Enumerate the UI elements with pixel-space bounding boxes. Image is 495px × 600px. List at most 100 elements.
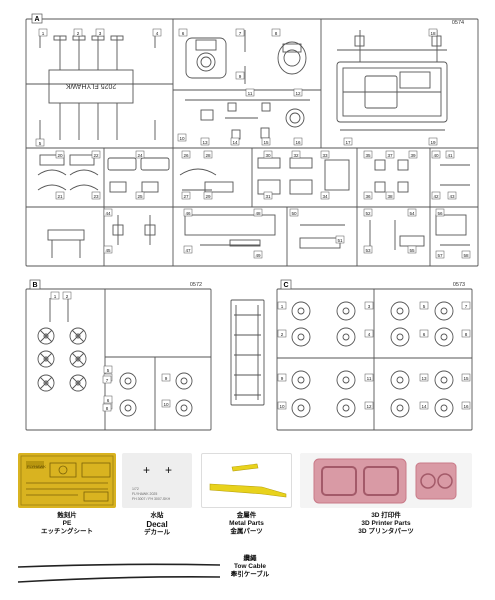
3d-printed-parts-image: [300, 453, 472, 508]
part-number-box: [102, 375, 112, 384]
part-number-label: 40: [433, 153, 439, 158]
part-number-label: 32: [293, 153, 299, 158]
part-number-label: 35: [365, 153, 371, 158]
sprue-c-code: 0573: [453, 282, 465, 288]
part-number-box: [408, 150, 418, 159]
part-number-label: 5: [107, 368, 110, 373]
part-number-box: [277, 301, 287, 310]
part-number-label: 55: [409, 248, 415, 253]
part-number-box: [428, 28, 438, 37]
part-number-box: [363, 150, 373, 159]
part-number-label: 47: [185, 248, 191, 253]
part-number-box: [431, 191, 441, 200]
part-number-label: 54: [409, 211, 415, 216]
part-number-box: [161, 373, 171, 382]
part-number-box: [135, 150, 145, 159]
part-number-box: [50, 291, 60, 300]
decal-text-3: FH 3007 / FH 3007-SKH: [132, 497, 171, 501]
part-number-label: 50: [291, 211, 297, 216]
sprue-codes: 0574 0572 0573: [190, 20, 465, 288]
part-number-label: 12: [295, 91, 301, 96]
part-number-box: [91, 191, 101, 200]
part-number-box: [291, 150, 301, 159]
part-number-box: [431, 150, 441, 159]
part-number-label: 11: [367, 376, 372, 381]
decal-label-cn: 水貼: [150, 512, 164, 519]
part-number-label: 3: [368, 304, 371, 309]
printer-label-en: 3D Printer Parts: [361, 520, 411, 527]
part-number-label: 15: [463, 376, 469, 381]
part-number-box: [183, 208, 193, 217]
cable-label-cn: 纜繩: [243, 555, 257, 562]
part-number-box: [235, 28, 245, 37]
part-number-label: 4: [156, 31, 159, 36]
part-number-box: [419, 401, 429, 410]
metal-label-en: Metal Parts: [229, 520, 264, 527]
part-number-box: [364, 401, 374, 410]
part-number-box: [271, 28, 281, 37]
part-number-box: [364, 373, 374, 382]
part-number-box: [253, 250, 263, 259]
part-number-box: [178, 28, 188, 37]
part-number-label: 1: [281, 304, 284, 309]
sprue-letter-markers: A B C: [29, 13, 292, 290]
part-number-label: 48: [255, 211, 261, 216]
part-number-box: [230, 137, 240, 146]
part-number-box: [335, 235, 345, 244]
pe-sheet-image: FLYHAWK: [18, 453, 116, 508]
part-number-label: 14: [232, 140, 238, 145]
part-number-label: 43: [449, 194, 455, 199]
part-number-label: 56: [437, 211, 443, 216]
part-number-label: 5: [423, 304, 426, 309]
part-number-label: 16: [295, 140, 301, 145]
part-number-box: [293, 137, 303, 146]
part-number-label: 38: [387, 194, 393, 199]
part-number-label: 10: [179, 136, 185, 141]
cable-label-jp: 牽引ケーブル: [230, 571, 270, 578]
part-number-box: [181, 150, 191, 159]
part-number-box: [62, 291, 72, 300]
part-number-label: 10: [279, 404, 285, 409]
sprue-a-frame: [25, 18, 479, 267]
part-number-label: 13: [421, 376, 427, 381]
part-number-box: [245, 88, 255, 97]
metal-label-jp: 金属パーツ: [230, 528, 263, 535]
part-number-box: [203, 150, 213, 159]
pe-brand-text: FLYHAWK: [27, 464, 46, 469]
part-number-box: [419, 329, 429, 338]
metal-parts-image: [201, 453, 292, 508]
part-number-box: [461, 329, 471, 338]
part-number-box: [293, 88, 303, 97]
part-number-box: [447, 191, 457, 200]
part-number-label: 9: [239, 74, 242, 79]
part-number-box: [407, 245, 417, 254]
part-number-label: 46: [185, 211, 191, 216]
part-number-box: [181, 191, 191, 200]
part-number-label: 15: [263, 140, 269, 145]
pe-label-en: PE: [62, 520, 72, 527]
sprue-diagram: A B C 0574 0572 0573 2025 FLYHAWK 123456…: [25, 13, 479, 431]
part-number-box: [435, 208, 445, 217]
part-number-label: 31: [265, 194, 271, 199]
part-number-box: [445, 150, 455, 159]
part-number-label: 30: [265, 153, 271, 158]
sprue-a-name-text: 2025 FLYHAWK: [65, 82, 116, 89]
part-number-label: 5: [39, 141, 42, 146]
part-number-label: 2: [281, 332, 284, 337]
part-number-label: 14: [421, 404, 427, 409]
part-number-label: 19: [430, 140, 436, 145]
part-number-box: [55, 191, 65, 200]
part-number-box: [428, 137, 438, 146]
part-number-label: 27: [183, 194, 189, 199]
part-number-box: [363, 245, 373, 254]
part-number-label: 42: [433, 194, 439, 199]
part-number-box: [407, 208, 417, 217]
part-number-label: 52: [365, 211, 371, 216]
part-number-box: [419, 373, 429, 382]
part-number-box: [385, 191, 395, 200]
part-number-box: [55, 150, 65, 159]
part-number-box: [91, 150, 101, 159]
sprue-c-frame: [276, 288, 473, 431]
part-number-label: 6: [107, 398, 110, 403]
part-number-label: 51: [337, 238, 343, 243]
